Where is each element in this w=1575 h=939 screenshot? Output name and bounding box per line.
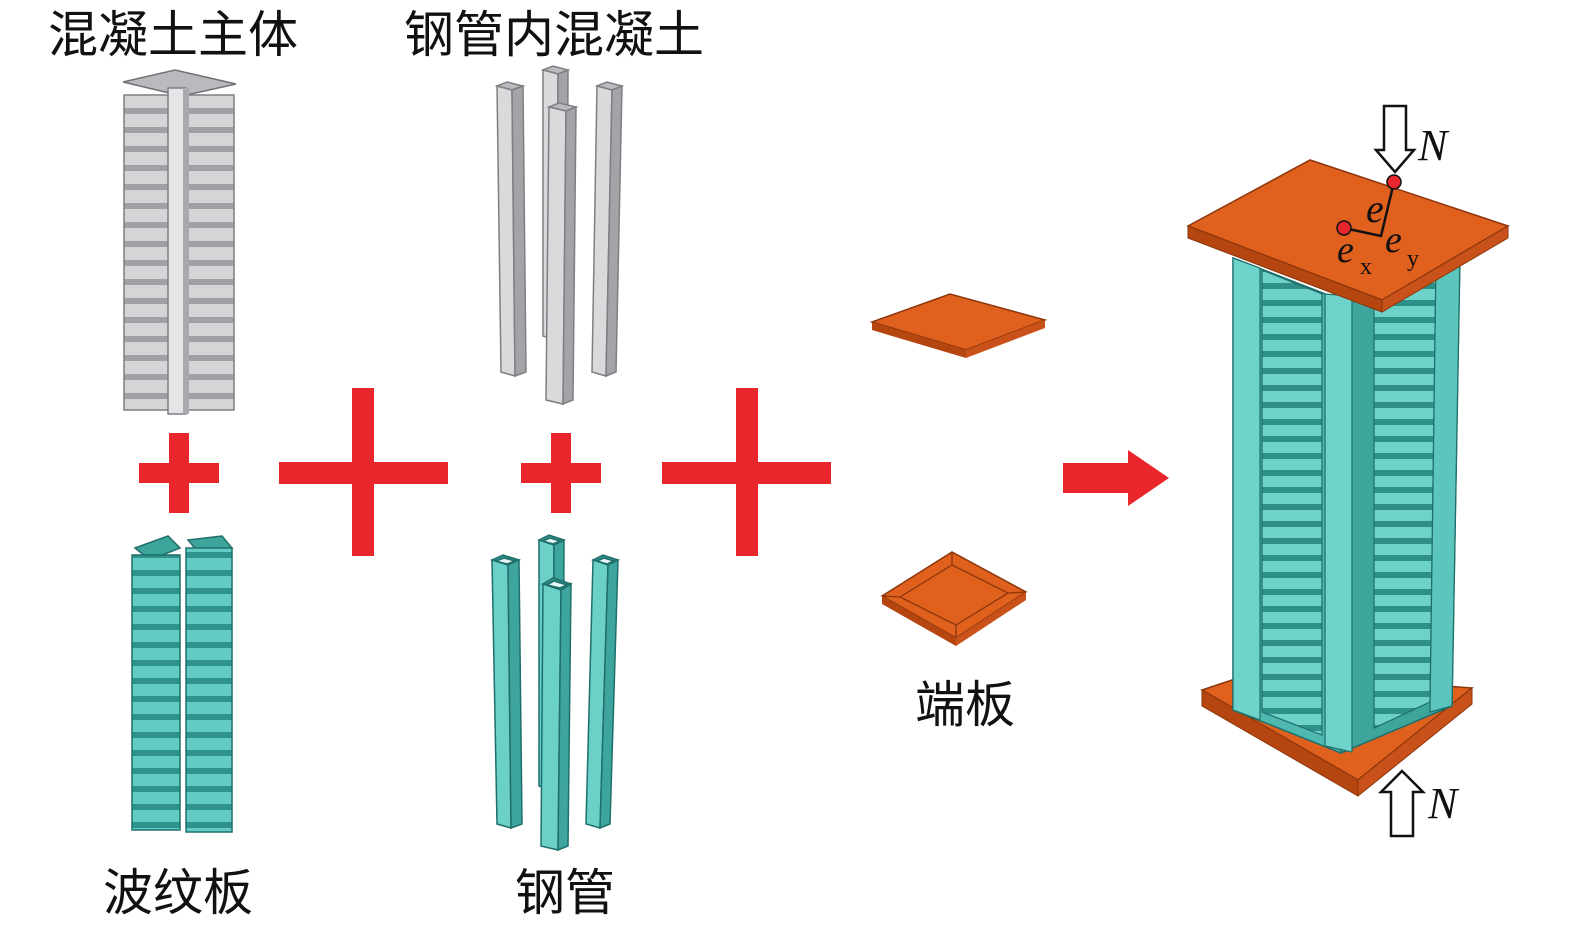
label-concrete-body: 混凝土主体 xyxy=(48,6,298,64)
ecc-y-subscript: y xyxy=(1407,246,1419,272)
ecc-y-symbol: e xyxy=(1385,219,1402,261)
load-symbol-top: N xyxy=(1417,121,1450,170)
plus-sign-small-right xyxy=(521,433,601,513)
plus-sign-small-left xyxy=(139,433,219,513)
end-plate-model xyxy=(869,293,1048,646)
tube-concrete-model xyxy=(494,65,625,406)
label-end-plate: 端板 xyxy=(915,676,1015,734)
plus-sign-large-right xyxy=(662,388,831,556)
concrete-body-model xyxy=(122,69,237,415)
ecc-x-point xyxy=(1336,220,1352,236)
ecc-x-subscript: x xyxy=(1360,254,1372,280)
top-load-arrow xyxy=(1373,104,1417,174)
label-tube-concrete: 钢管内混凝土 xyxy=(404,6,704,64)
assembly-arrow xyxy=(1063,450,1169,506)
steel-tube-model xyxy=(489,534,620,852)
assembled-column-model: N N e e x e y xyxy=(1186,104,1510,838)
corrugated-plate-model xyxy=(131,535,234,833)
load-symbol-bottom: N xyxy=(1427,779,1460,828)
bottom-load-arrow xyxy=(1377,769,1427,838)
label-corrugated-plate: 波纹板 xyxy=(103,864,253,922)
ecc-x-symbol: e xyxy=(1337,229,1354,271)
load-point xyxy=(1386,174,1402,190)
plus-sign-large-left xyxy=(279,388,448,556)
eccentricity-symbol: e xyxy=(1366,186,1384,231)
label-steel-tube: 钢管 xyxy=(515,864,615,922)
